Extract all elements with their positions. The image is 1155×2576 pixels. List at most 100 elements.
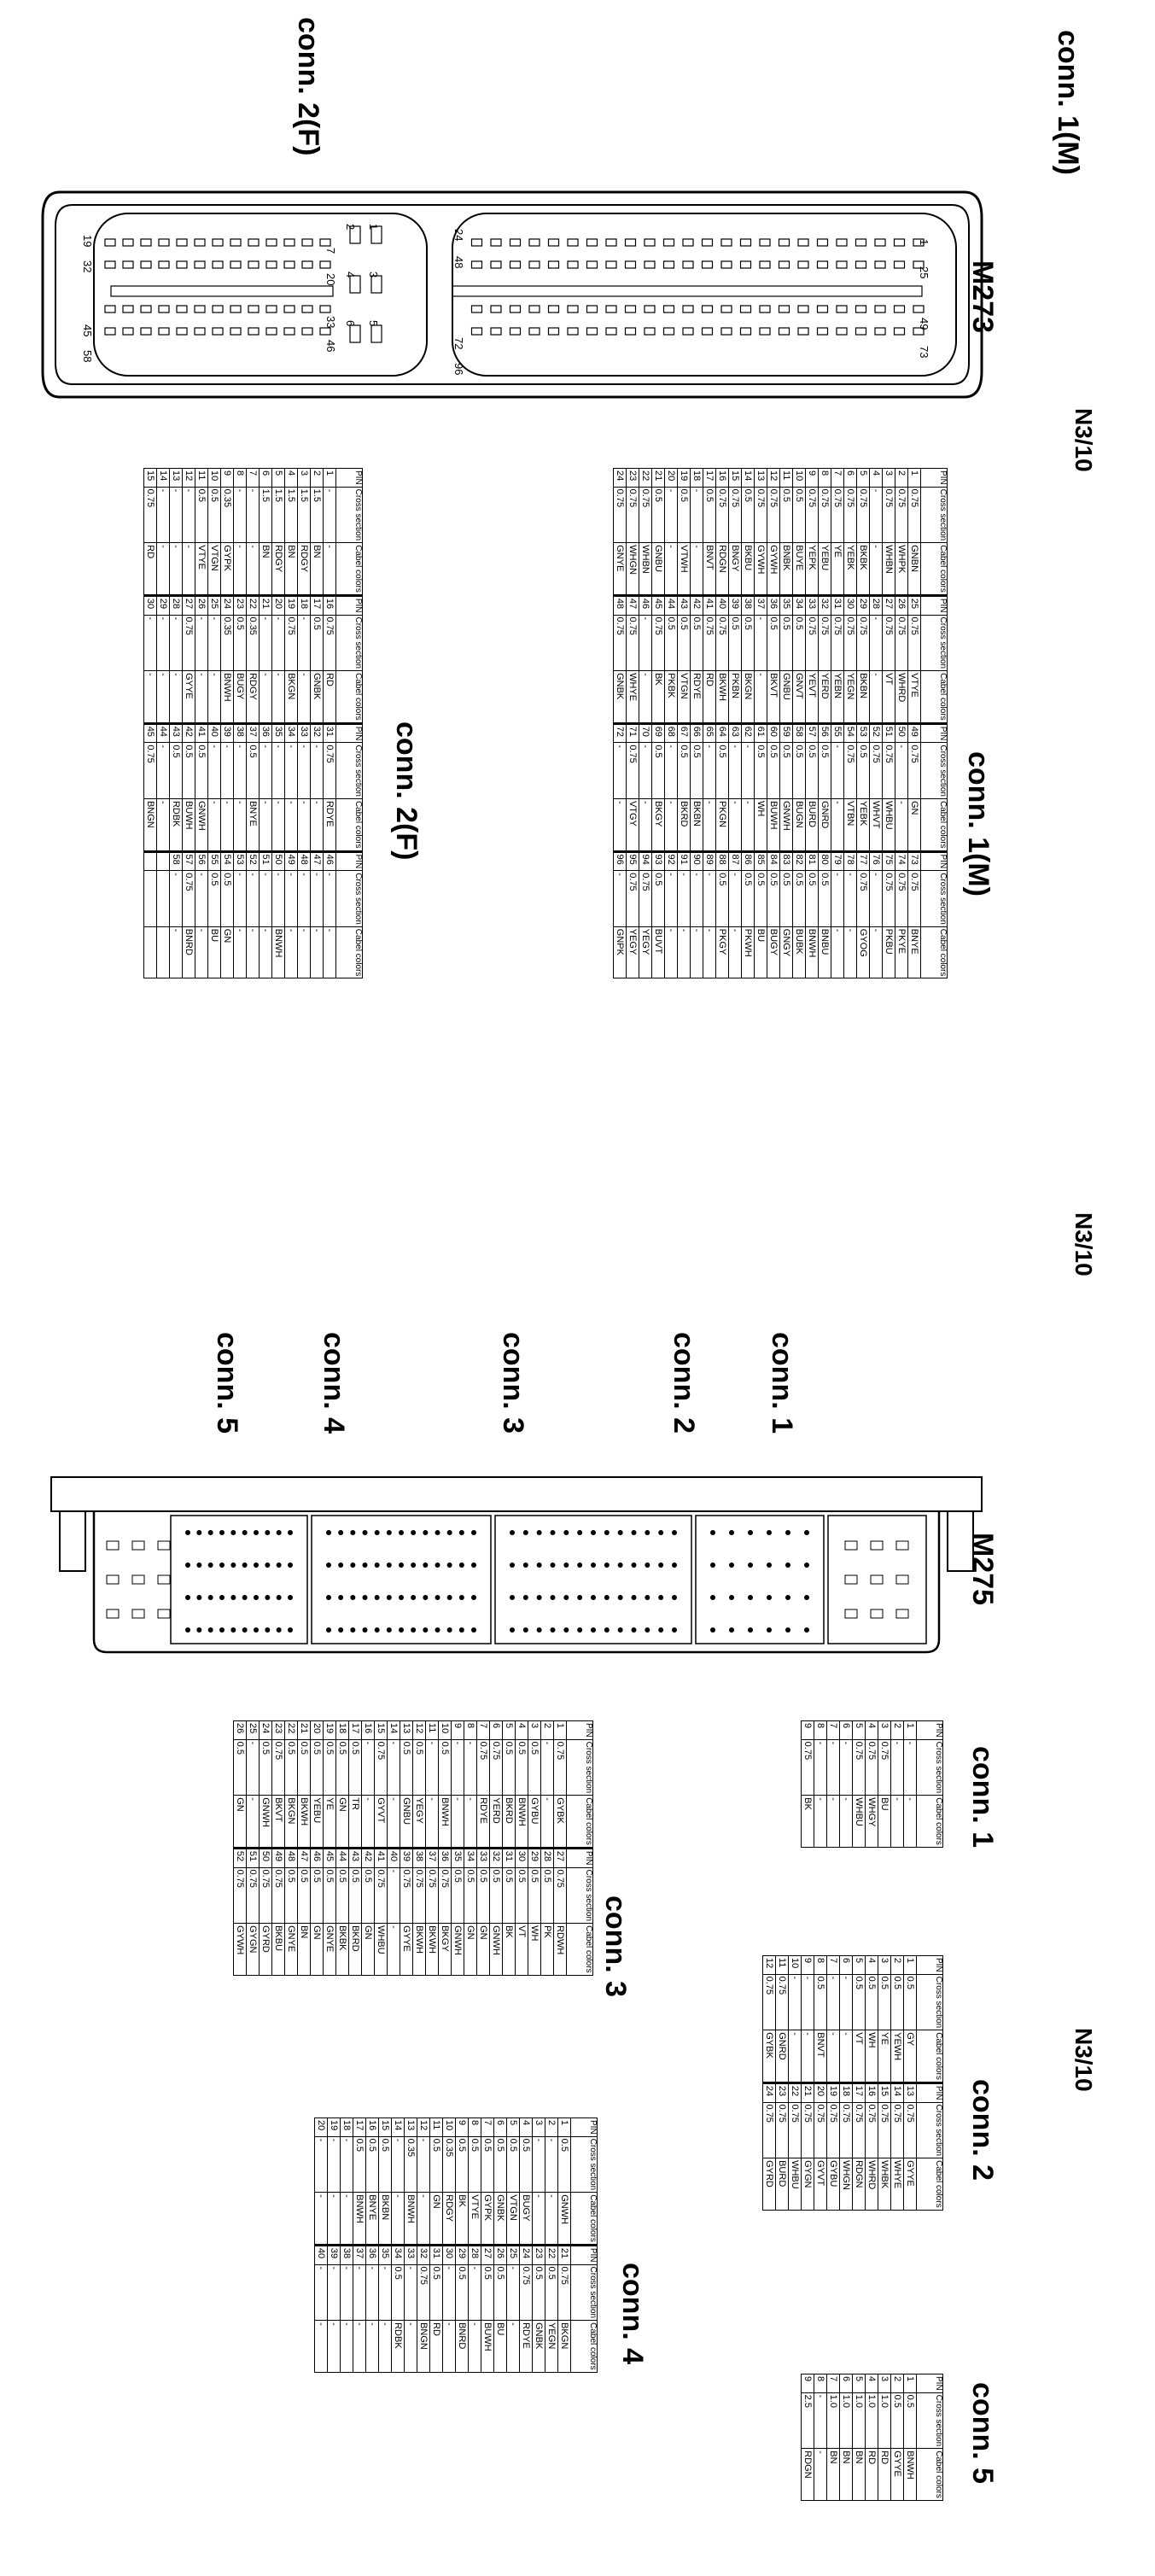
pin-cell: 26: [895, 595, 908, 616]
cabel-color-cell: -: [664, 926, 678, 978]
pin-cell: 38: [412, 1848, 426, 1868]
conn2-power-pin: [349, 275, 361, 294]
m275-pin: [207, 1627, 213, 1633]
cross-section-cell: 0.5: [310, 1739, 324, 1796]
pin-cell: 95: [626, 851, 639, 871]
pin-cell: 65: [703, 723, 716, 743]
cabel-color-cell: BKVT: [767, 670, 780, 724]
m275-pin: [374, 1563, 380, 1568]
pin-cell: 73: [907, 851, 921, 871]
cross-section-cell: 0.5: [335, 1739, 349, 1796]
cabel-color-cell: WH: [754, 798, 767, 852]
m275-pin: [435, 1563, 440, 1568]
cabel-color-cell: YEVT: [805, 670, 819, 724]
bottom-conn4-title: conn. 4: [616, 2263, 649, 2365]
cross-section-cell: -: [233, 487, 247, 543]
cabel-color-cell: YEPK: [805, 542, 819, 596]
cross-section-cell: 1.5: [284, 487, 298, 543]
header-cabel: Cabel colors: [566, 1795, 593, 1849]
pin-cell: 4: [865, 1955, 878, 1975]
pin-cell: 37: [353, 2245, 366, 2265]
conn1-pin: [470, 260, 483, 269]
m275-pin: [563, 1530, 569, 1535]
header-cabel: Cabel colors: [335, 542, 363, 596]
header-cabel: Cabel colors: [916, 2448, 943, 2501]
pin-cell: 22: [246, 595, 260, 616]
cross-section-cell: -: [271, 742, 285, 799]
conn1-pin-label-73: 73: [918, 346, 930, 359]
pin-cell: 23: [532, 2245, 545, 2265]
pin-cell: 41: [374, 1848, 388, 1868]
cabel-color-cell: -: [728, 926, 742, 978]
m275-pin: [604, 1627, 610, 1633]
cabel-color-cell: -: [259, 670, 272, 724]
m275-pin: [446, 1530, 452, 1535]
pin-cell: 37: [754, 595, 767, 616]
conn2-pin-label-2: 2: [344, 224, 357, 231]
cross-section-cell: 0.75: [878, 1739, 891, 1796]
m275-pin: [510, 1563, 515, 1568]
cabel-color-cell: -: [327, 2320, 341, 2373]
cross-section-cell: 0.75: [271, 1867, 285, 1924]
conn1-pin: [913, 238, 925, 247]
m275-pin: [350, 1595, 356, 1600]
pin-cell: 16: [715, 468, 729, 488]
cabel-color-cell: -: [728, 798, 742, 852]
cabel-color-cell: GYWH: [754, 542, 767, 596]
cabel-color-cell: PKWH: [741, 926, 755, 978]
m275-pin: [338, 1563, 344, 1568]
cross-section-cell: -: [353, 2264, 366, 2321]
pin-cell: 53: [233, 851, 247, 871]
m275-pin: [423, 1595, 429, 1600]
cross-section-cell: 0.5: [391, 2264, 405, 2321]
conn1-pin: [913, 260, 925, 269]
cross-section-cell: 0.5: [677, 615, 691, 671]
header-cross: Cross section: [920, 870, 948, 927]
conn1-pin: [644, 260, 656, 269]
cross-section-cell: 0.5: [481, 2264, 494, 2321]
pin-cell: 36: [438, 1848, 452, 1868]
conn1-pin: [797, 327, 809, 336]
cabel-color-cell: -: [156, 670, 170, 724]
pin-cell: 31: [429, 2245, 443, 2265]
header-cabel: Cabel colors: [335, 926, 363, 978]
conn1-pin: [855, 260, 867, 269]
pin-cell: 71: [626, 723, 639, 743]
cross-section-cell: 0.75: [703, 615, 716, 671]
m275-pin: [785, 1595, 790, 1600]
cabel-color-cell: BK: [801, 1795, 814, 1848]
pin-cell: 6: [839, 1720, 853, 1740]
m275-pin: [411, 1595, 417, 1600]
cabel-color-cell: WHBU: [788, 2158, 802, 2211]
m275-pin: [254, 1563, 259, 1568]
pin-cell: 42: [690, 595, 703, 616]
cabel-color-cell: YEBK: [856, 798, 870, 852]
conn1-pin: [855, 305, 867, 313]
m275-pin: [645, 1595, 650, 1600]
m275-pin: [672, 1627, 677, 1633]
m275-pin: [399, 1595, 404, 1600]
cross-section-cell: 0.75: [831, 615, 844, 671]
cabel-color-cell: GYGN: [801, 2158, 814, 2211]
cross-section-cell: 0.5: [767, 742, 780, 799]
pin-cell: 15: [143, 468, 157, 488]
pin-cell: 21: [297, 1720, 311, 1740]
pin-cell: 5: [852, 1720, 866, 1740]
pin-cell: 24: [762, 2082, 776, 2103]
conn2-pin: [194, 260, 206, 269]
cross-section-cell: 0.75: [805, 615, 819, 671]
cross-section-cell: 0.5: [502, 1867, 516, 1924]
m275-pin: [350, 1627, 356, 1633]
pin-cell: [156, 851, 170, 871]
pin-cell: 7: [476, 1720, 490, 1740]
